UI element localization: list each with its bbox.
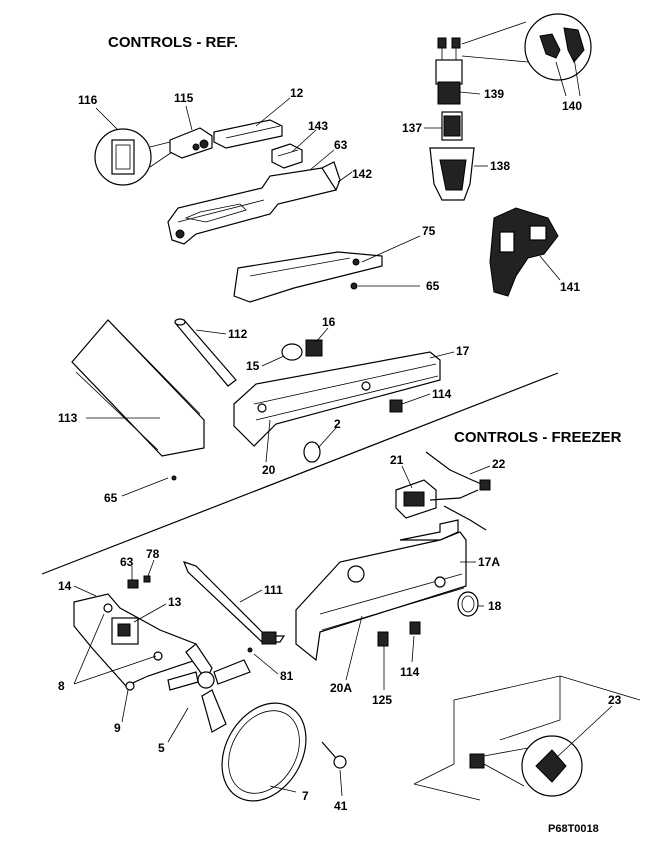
callout-114-upper: 114 xyxy=(432,387,452,401)
part-112-tube xyxy=(174,318,237,387)
part-125-knob xyxy=(377,631,389,647)
callout-12: 12 xyxy=(290,86,304,100)
callout-14: 14 xyxy=(58,579,72,593)
part-7-fan-ring xyxy=(221,702,307,802)
part-18-knob xyxy=(457,591,479,617)
part-114-knob-upper xyxy=(389,399,403,413)
part-13-motor xyxy=(111,617,139,645)
callout-16: 16 xyxy=(322,315,336,329)
callout-137: 137 xyxy=(402,121,422,135)
part-21-thermostat xyxy=(395,479,437,519)
callout-141: 141 xyxy=(560,280,580,294)
callout-139: 139 xyxy=(484,87,504,101)
part-75-plate xyxy=(233,251,383,303)
callout-112: 112 xyxy=(228,327,248,341)
callout-78: 78 xyxy=(146,547,160,561)
callout-17A: 17A xyxy=(478,555,500,569)
part-63-clip-lower xyxy=(127,579,139,589)
callout-115: 115 xyxy=(174,91,194,105)
part-12-switch xyxy=(213,119,283,149)
part-111-harness xyxy=(182,561,286,645)
callout-75: 75 xyxy=(422,224,436,238)
callout-7: 7 xyxy=(302,789,309,803)
part-139-sensor xyxy=(435,37,463,105)
part-63-housing xyxy=(167,161,341,245)
callout-15: 15 xyxy=(246,359,260,373)
part-116-detail xyxy=(94,128,179,186)
callout-2: 2 xyxy=(334,417,341,431)
part-22-capillary xyxy=(425,451,491,531)
callout-125: 125 xyxy=(372,693,392,707)
leader-lines xyxy=(73,57,613,797)
callout-63-upper: 63 xyxy=(334,138,348,152)
section-divider xyxy=(41,372,559,575)
callout-20A: 20A xyxy=(330,681,352,695)
part-78-screw xyxy=(143,575,151,583)
part-2-knob xyxy=(303,441,321,463)
callout-81: 81 xyxy=(280,669,294,683)
callout-138: 138 xyxy=(490,159,510,173)
callout-114-lower: 114 xyxy=(400,665,420,679)
callout-116: 116 xyxy=(78,93,98,107)
drawing-code: P68T0018 xyxy=(548,823,599,835)
part-17A-panel xyxy=(295,519,467,662)
heading-controls-ref: CONTROLS - REF. xyxy=(108,34,238,51)
part-15-lamp xyxy=(281,343,303,361)
callout-8: 8 xyxy=(58,679,65,693)
callout-113: 113 xyxy=(58,411,78,425)
callout-13: 13 xyxy=(168,595,182,609)
callout-18: 18 xyxy=(488,599,502,613)
callout-9: 9 xyxy=(114,721,121,735)
part-16-socket xyxy=(305,339,323,357)
part-143-clip xyxy=(271,143,303,169)
part-115-bracket xyxy=(169,127,213,159)
callout-17: 17 xyxy=(456,344,470,358)
part-5-fan-blade xyxy=(167,643,251,733)
part-41-screw xyxy=(321,741,347,769)
callout-142: 142 xyxy=(352,167,372,181)
callout-63-lower: 63 xyxy=(120,555,134,569)
callout-21: 21 xyxy=(390,453,404,467)
part-141-valve xyxy=(489,207,559,297)
part-17-panel xyxy=(233,351,441,447)
part-138-shade xyxy=(429,147,475,201)
callout-140: 140 xyxy=(562,99,582,113)
part-140-detail xyxy=(461,13,592,81)
part-23-detail xyxy=(413,675,641,801)
part-113-shelf xyxy=(71,319,205,457)
part-114-knob-lower xyxy=(409,621,421,635)
callout-20: 20 xyxy=(262,463,276,477)
callout-5: 5 xyxy=(158,741,165,755)
callout-41: 41 xyxy=(334,799,348,813)
callout-65-upper: 65 xyxy=(426,279,440,293)
callout-65-lower: 65 xyxy=(104,491,118,505)
callout-23: 23 xyxy=(608,693,622,707)
callout-111: 111 xyxy=(264,583,283,597)
heading-controls-freezer: CONTROLS - FREEZER xyxy=(454,429,622,446)
callout-143: 143 xyxy=(308,119,328,133)
part-137-bulb xyxy=(441,111,463,141)
callout-22: 22 xyxy=(492,457,506,471)
